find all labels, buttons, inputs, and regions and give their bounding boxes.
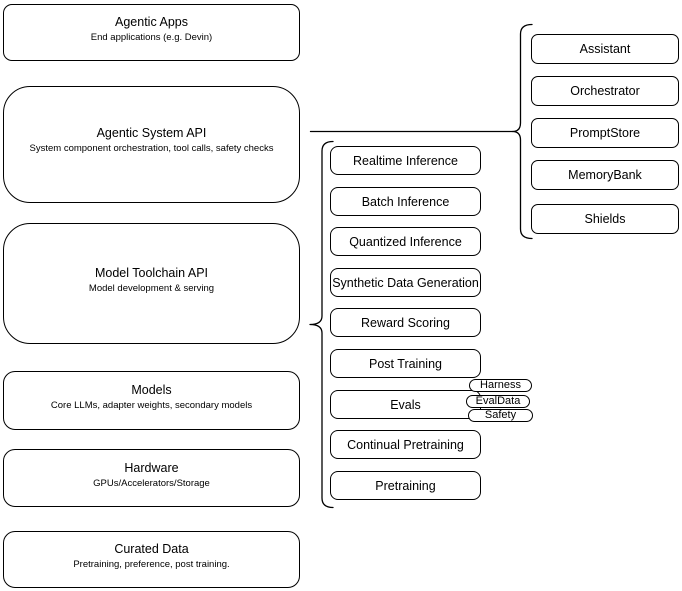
node-subtitle: System component orchestration, tool cal… <box>29 143 274 154</box>
node-title: Models <box>131 383 172 397</box>
node-hardware: Hardware GPUs/Accelerators/Storage <box>3 449 300 507</box>
node-pretraining: Pretraining <box>330 471 481 500</box>
node-evals: Evals <box>330 390 481 419</box>
node-label: Post Training <box>369 356 442 371</box>
node-continual-pretraining: Continual Pretraining <box>330 430 481 459</box>
node-quantized-inference: Quantized Inference <box>330 227 481 256</box>
node-synthetic-data-generation: Synthetic Data Generation <box>330 268 481 297</box>
tag-label: Safety <box>484 409 517 421</box>
node-label: Evals <box>390 397 421 412</box>
tag-evaldata: EvalData <box>466 395 530 408</box>
node-label: Synthetic Data Generation <box>332 275 479 290</box>
node-subtitle: Core LLMs, adapter weights, secondary mo… <box>50 400 253 411</box>
node-title: Agentic System API <box>96 126 207 140</box>
node-agentic-apps: Agentic Apps End applications (e.g. Devi… <box>3 4 300 61</box>
node-orchestrator: Orchestrator <box>531 76 679 106</box>
tag-label: EvalData <box>475 395 521 407</box>
node-label: Reward Scoring <box>361 315 450 330</box>
node-label: MemoryBank <box>568 168 642 182</box>
node-reward-scoring: Reward Scoring <box>330 308 481 337</box>
node-curated-data: Curated Data Pretraining, preference, po… <box>3 531 300 588</box>
node-label: Assistant <box>579 42 631 56</box>
node-title: Hardware <box>124 460 179 475</box>
node-shields: Shields <box>531 204 679 234</box>
tag-safety: Safety <box>468 409 533 422</box>
tag-label: Harness <box>480 379 521 391</box>
node-title: Model Toolchain API <box>94 266 209 280</box>
node-post-training: Post Training <box>330 349 481 378</box>
node-subtitle: Model development & serving <box>88 283 215 294</box>
node-subtitle: GPUs/Accelerators/Storage <box>93 477 210 489</box>
node-model-toolchain-api: Model Toolchain API Model development & … <box>3 223 300 344</box>
tag-harness: Harness <box>469 379 532 392</box>
node-memorybank: MemoryBank <box>531 160 679 190</box>
node-promptstore: PromptStore <box>531 118 679 148</box>
node-label: Shields <box>584 212 626 226</box>
node-subtitle: End applications (e.g. Devin) <box>90 32 213 43</box>
node-realtime-inference: Realtime Inference <box>330 146 481 175</box>
node-label: Quantized Inference <box>349 234 462 249</box>
node-title: Agentic Apps <box>115 15 188 29</box>
node-agentic-system-api: Agentic System API System component orch… <box>3 86 300 203</box>
node-label: Continual Pretraining <box>347 437 464 452</box>
node-batch-inference: Batch Inference <box>330 187 481 216</box>
node-title: Curated Data <box>114 542 189 556</box>
node-models: Models Core LLMs, adapter weights, secon… <box>3 371 300 430</box>
node-label: Orchestrator <box>570 84 640 98</box>
node-assistant: Assistant <box>531 34 679 64</box>
node-label: Pretraining <box>375 478 436 493</box>
system-components-brace <box>511 23 533 240</box>
node-label: PromptStore <box>569 126 641 140</box>
node-label: Batch Inference <box>361 194 450 209</box>
node-subtitle: Pretraining, preference, post training. <box>73 559 230 570</box>
toolchain-brace <box>309 140 334 509</box>
node-label: Realtime Inference <box>353 153 458 168</box>
